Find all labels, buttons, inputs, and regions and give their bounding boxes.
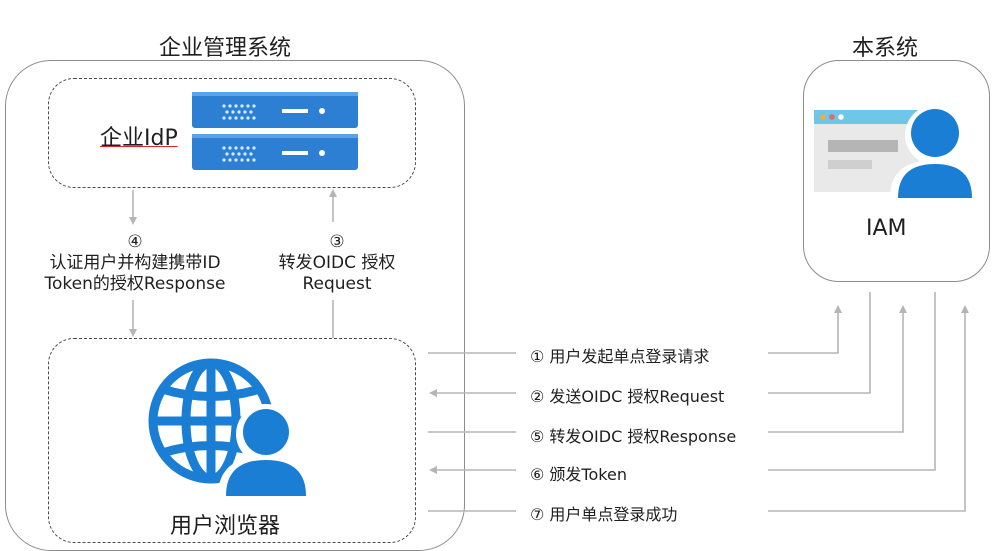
enterprise-title: 企业管理系统 [158,36,291,61]
step7-label: ⑦ 用户单点登录成功 [530,505,678,524]
step7-arrow [768,305,969,512]
step1-arrow [768,305,842,354]
idp-box [48,78,416,188]
idp-label: 企业IdP [100,126,178,151]
step1-label: ① 用户发起单点登录请求 [530,347,710,366]
step3-line1: 转发OIDC 授权 [278,253,396,273]
browser-label: 用户浏览器 [170,514,281,539]
step2-label: ② 发送OIDC 授权Request [530,387,725,406]
step4-line1: 认证用户并构建携带ID [49,253,221,273]
globe-user-icon [148,358,314,496]
iam-box [803,60,990,282]
server-icon [192,92,358,170]
step3-number: ③ [329,232,345,252]
browser-box [48,338,416,543]
step5-label: ⑤ 转发OIDC 授权Response [530,427,737,446]
step3-line2: Request [302,274,372,294]
step4-label: ④ 认证用户并构建携带ID Token的授权Response [30,232,240,295]
step3-label: ③ 转发OIDC 授权 Request [262,232,412,295]
this-system-title: 本系统 [851,36,918,61]
iam-label: IAM [866,216,907,241]
step5-arrow [768,305,907,433]
step6-label: ⑥ 颁发Token [530,465,627,484]
step4-number: ④ [127,232,143,252]
iam-user-window-icon [814,105,974,198]
step4-line2: Token的授权Response [44,274,226,294]
